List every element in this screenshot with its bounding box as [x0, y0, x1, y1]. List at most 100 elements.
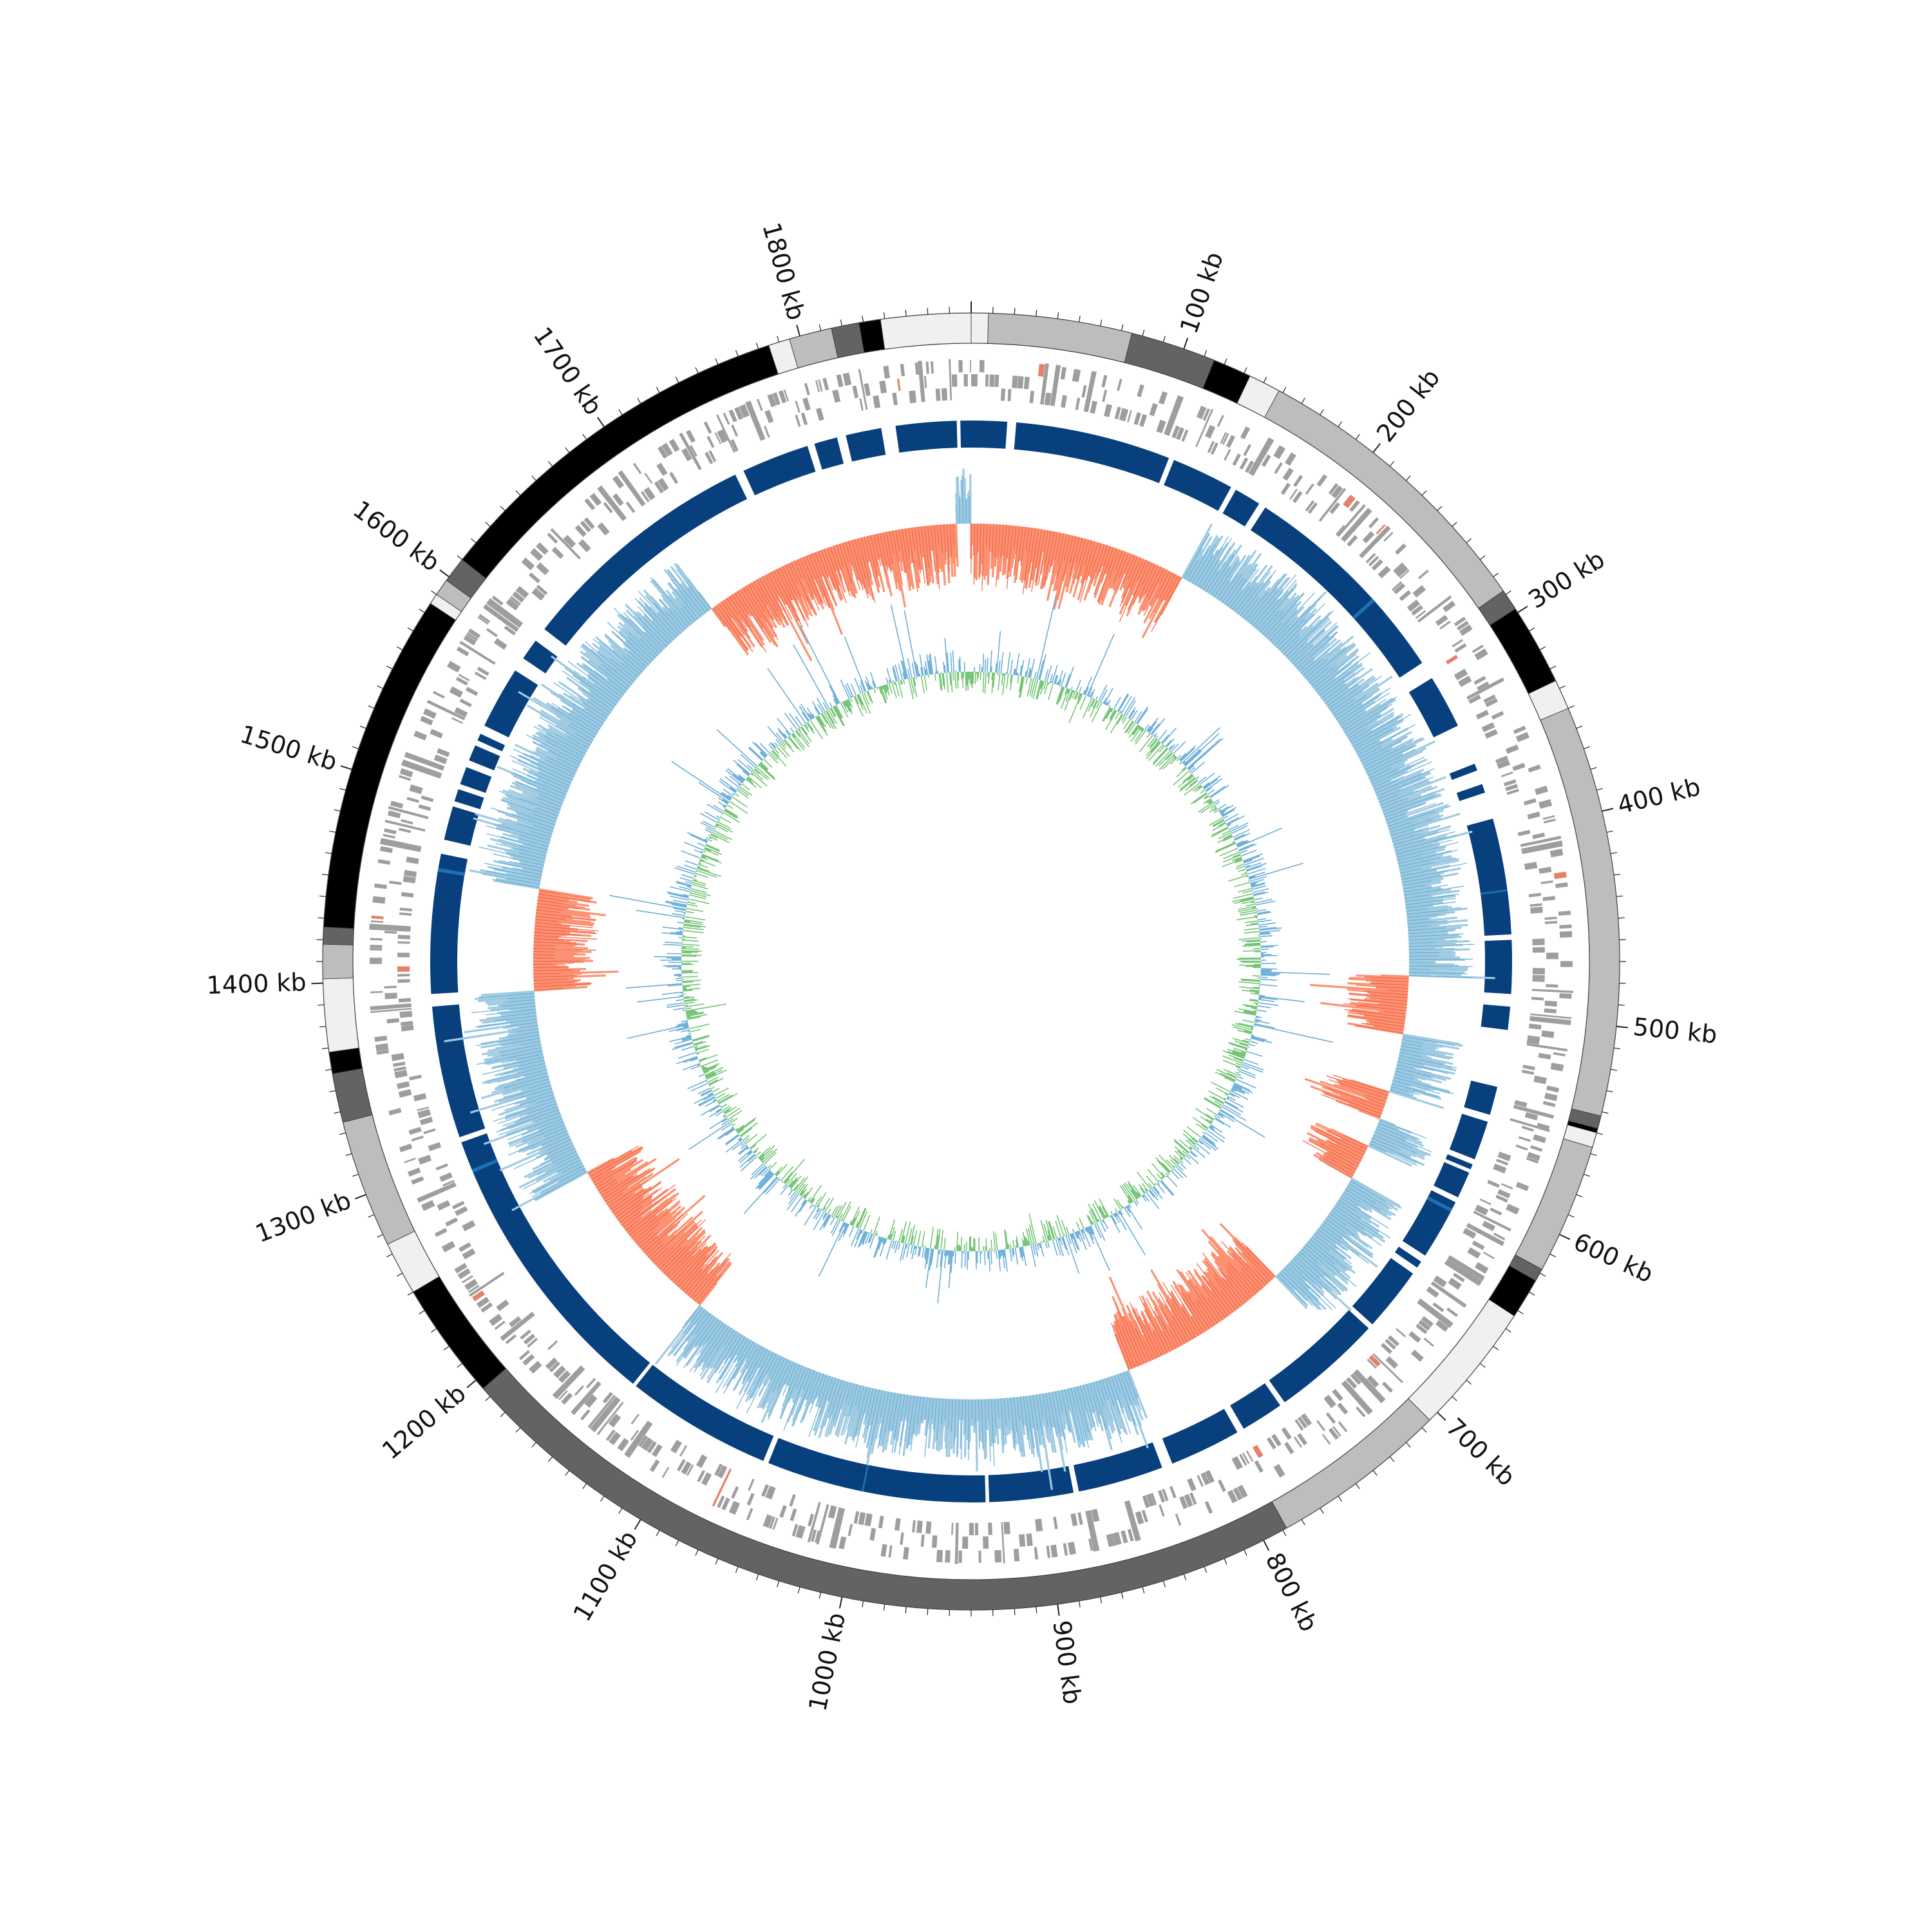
gene-feature [909, 390, 916, 404]
gene-feature [1189, 1492, 1197, 1505]
gene-feature [951, 374, 958, 387]
gene-feature [1530, 1145, 1543, 1152]
gene-feature [553, 1365, 566, 1379]
gene-feature [807, 1502, 821, 1542]
minor-tick [735, 1566, 739, 1573]
minor-tick [1602, 1111, 1609, 1114]
gene-feature [647, 1441, 657, 1454]
minor-tick [695, 367, 699, 374]
gene-feature [994, 1549, 1002, 1563]
gene-feature [1454, 643, 1467, 653]
gene-feature [739, 404, 750, 418]
gene-feature [1497, 1189, 1511, 1198]
gene-feature [918, 361, 925, 402]
gene-feature [1274, 462, 1283, 475]
minor-tick [862, 316, 864, 323]
gene-feature [1385, 1356, 1399, 1369]
gene-feature [1533, 1075, 1547, 1084]
similarity-block [743, 446, 816, 496]
gene-feature [1435, 614, 1448, 626]
gene-feature [408, 1168, 421, 1177]
gene-feature [1133, 412, 1141, 426]
gene-feature [706, 435, 715, 448]
gene-feature [1473, 676, 1486, 685]
gene-feature [1539, 866, 1552, 874]
minor-tick [470, 538, 477, 544]
gene-feature [1493, 1163, 1507, 1174]
gene-feature [563, 535, 576, 548]
minor-tick [1014, 308, 1016, 315]
gene-feature [864, 383, 871, 397]
gene-feature [1416, 1323, 1428, 1334]
gene-feature [1012, 375, 1018, 388]
minor-tick [1389, 460, 1395, 467]
minor-tick [1355, 433, 1360, 440]
gene-feature [714, 1463, 723, 1477]
gene-feature [1367, 1375, 1379, 1388]
gene-feature [795, 401, 800, 413]
gc-content-track [609, 595, 1333, 1303]
tick-label: 400 kb [1615, 772, 1703, 819]
gene-feature [1068, 1541, 1077, 1555]
gene-feature [1535, 785, 1548, 795]
minor-tick [1466, 1379, 1472, 1385]
gene-feature [437, 748, 450, 757]
gene-feature [477, 616, 489, 625]
gene-feature [717, 429, 728, 443]
gene-feature [398, 998, 412, 1003]
gene-feature [536, 542, 549, 555]
gene-feature [584, 1394, 598, 1408]
minor-tick [352, 746, 359, 750]
gene-feature [1101, 375, 1108, 388]
gene-feature [1362, 531, 1375, 544]
gene-feature [493, 638, 507, 650]
gene-feature [454, 1263, 468, 1274]
gene-feature [409, 784, 423, 795]
similarity-block [814, 437, 844, 470]
gene-feature [1463, 1227, 1477, 1239]
gene-feature [728, 409, 737, 422]
minor-tick [1606, 1090, 1613, 1093]
minor-tick [1282, 386, 1287, 393]
minor-tick [547, 1456, 553, 1463]
gene-feature [712, 1468, 732, 1507]
gene-feature [390, 800, 404, 809]
tick-label: 1200 kb [377, 1379, 471, 1465]
major-tick [1263, 1540, 1270, 1551]
gene-feature [1157, 1490, 1166, 1503]
gene-feature [1195, 408, 1214, 448]
gene-feature [1280, 482, 1291, 495]
minor-tick [407, 627, 413, 632]
gene-feature [1522, 1065, 1535, 1070]
minor-tick [1539, 1273, 1546, 1277]
gene-feature [1240, 426, 1251, 440]
gene-feature [745, 401, 766, 441]
gene-feature [748, 1479, 755, 1492]
gene-feature [1294, 1419, 1304, 1431]
gene-feature [1046, 1546, 1051, 1558]
gene-feature [1546, 1085, 1560, 1093]
similarity-block [1449, 1113, 1488, 1160]
gene-feature [1559, 993, 1572, 999]
gene-feature [1466, 1223, 1505, 1246]
gene-feature [370, 990, 383, 994]
gene-feature [988, 1522, 992, 1535]
gene-feature [389, 880, 402, 886]
gene-feature [935, 388, 941, 401]
gene-feature [1156, 419, 1166, 433]
gene-feature [518, 1350, 530, 1361]
gene-feature [1418, 569, 1429, 580]
gene-feature [1493, 1233, 1506, 1240]
gene-feature [1406, 600, 1421, 612]
band-segment [880, 312, 972, 350]
gene-feature [558, 1390, 568, 1401]
gene-feature [370, 1003, 412, 1010]
gene-feature [411, 1176, 424, 1185]
gene-feature [1271, 1434, 1282, 1447]
gene-feature [459, 698, 472, 708]
similarity-block [1464, 1080, 1498, 1115]
gene-feature [605, 1429, 616, 1441]
gene-feature [417, 1109, 431, 1119]
gene-feature [1496, 1159, 1509, 1166]
minor-tick [1505, 1328, 1511, 1333]
